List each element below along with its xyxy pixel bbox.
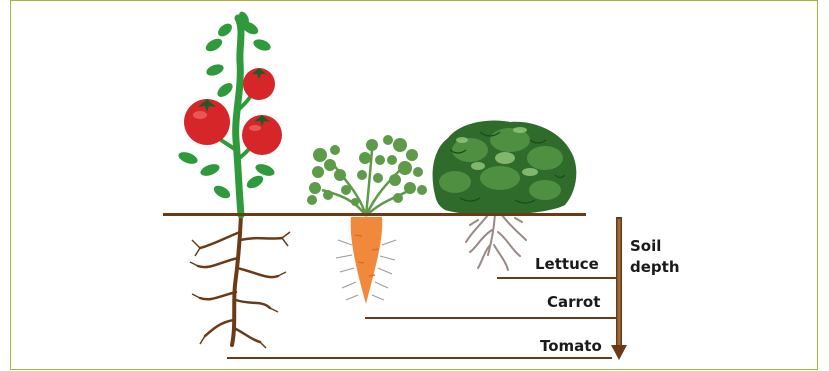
carrot-label: Carrot — [547, 295, 600, 310]
tomato-plant-icon — [177, 10, 290, 348]
lettuce-plant-icon — [433, 121, 577, 270]
lettuce-label: Lettuce — [535, 257, 599, 272]
tomato-label: Tomato — [540, 339, 602, 354]
soil-depth-label-line1: Soil — [630, 236, 680, 257]
soil-depth-label-line2: depth — [630, 257, 680, 278]
root-depth-arrow-icon — [611, 217, 627, 360]
carrot-plant-icon — [307, 135, 427, 304]
soil-depth-label: Soil depth — [630, 236, 680, 278]
